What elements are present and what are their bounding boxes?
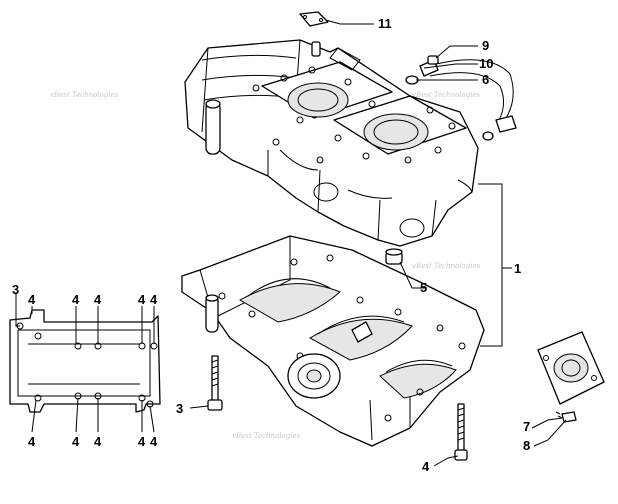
leader-lines xyxy=(15,19,567,467)
bolt-part-3 xyxy=(207,355,223,411)
stud-part-4 xyxy=(454,403,468,461)
callout-3-gasket: 3 xyxy=(12,282,19,297)
watermark: vBest Technologies xyxy=(50,91,119,99)
callout-6: 6 xyxy=(482,72,489,87)
callout-4-gasket-bottom: 4 xyxy=(28,434,36,449)
upper-crankcase xyxy=(184,39,479,247)
flange-part-7 xyxy=(537,331,605,405)
callout-4-gasket-bottom: 4 xyxy=(138,434,146,449)
callout-10: 10 xyxy=(479,56,493,71)
watermark: vBest Technologies xyxy=(412,91,481,99)
dowel-part-5 xyxy=(385,248,403,265)
callout-1: 1 xyxy=(514,261,521,276)
callout-9: 9 xyxy=(482,38,489,53)
callout-4-gasket-bottom: 4 xyxy=(150,434,158,449)
callout-7: 7 xyxy=(523,419,530,434)
callout-3-bolt: 3 xyxy=(176,401,183,416)
callout-11: 11 xyxy=(378,16,392,31)
callout-8: 8 xyxy=(523,438,530,453)
callout-4-gasket-top: 4 xyxy=(150,292,158,307)
screw-part-8 xyxy=(555,411,577,423)
callout-5: 5 xyxy=(420,280,427,295)
callout-4-gasket-top: 4 xyxy=(94,292,102,307)
crankcase-gasket xyxy=(9,309,161,413)
callout-4-gasket-top: 4 xyxy=(72,292,80,307)
fittings-parts-9-10-6 xyxy=(405,55,517,141)
callout-labels: 11 9 10 6 1 5 3 4 7 8 3 4 4 4 4 4 4 4 4 … xyxy=(12,16,530,474)
callout-4-gasket-top: 4 xyxy=(138,292,146,307)
lower-crankcase xyxy=(181,235,485,447)
watermark: vBest Technologies xyxy=(232,432,301,440)
cover-plate-part-11 xyxy=(299,11,329,27)
callout-4-gasket-bottom: 4 xyxy=(94,434,102,449)
watermark: vBest Technologies xyxy=(412,262,481,270)
callout-4-gasket-bottom: 4 xyxy=(72,434,80,449)
callout-4-gasket-top: 4 xyxy=(28,292,36,307)
callout-4-stud: 4 xyxy=(422,459,430,474)
